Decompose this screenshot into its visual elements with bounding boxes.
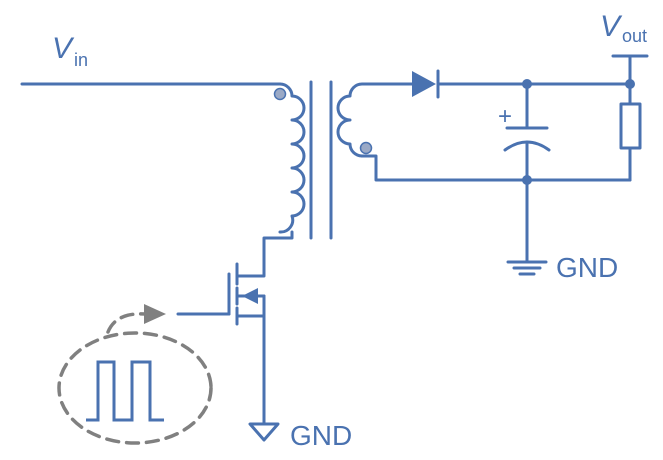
primary-winding	[278, 82, 306, 234]
diode-body	[412, 71, 436, 97]
square-wave-icon	[86, 360, 164, 422]
vout-label-main: V	[600, 10, 623, 43]
secondary-polarity-dot	[359, 141, 373, 155]
resistor-icon	[619, 82, 642, 182]
ground-triangle	[248, 422, 280, 442]
pwm-source-group	[57, 304, 213, 445]
switch-ground-icon: GND	[248, 314, 352, 451]
output-ground-label: GND	[556, 252, 618, 283]
mosfet-icon	[176, 262, 266, 326]
pwm-feed-arrow-line	[106, 312, 148, 334]
secondary-bottom-wire	[360, 154, 632, 182]
polarized-capacitor-icon: +	[498, 82, 551, 182]
diode-icon	[412, 69, 440, 99]
pwm-dashed-ellipse	[57, 331, 213, 445]
vout-label-sub: out	[622, 26, 647, 46]
switch-ground-label: GND	[290, 420, 352, 451]
vin-label-sub: in	[74, 50, 88, 70]
pwm-feed-arrowhead	[144, 304, 166, 324]
primary-to-drain-wire	[242, 230, 294, 278]
junction-resistor-top	[625, 79, 635, 89]
resistor-body	[619, 102, 642, 150]
primary-polarity-dot	[273, 87, 287, 101]
secondary-winding	[336, 82, 378, 158]
vin-label: V in	[52, 32, 88, 70]
junction-cap-top	[522, 79, 532, 89]
transformer-icon	[273, 80, 378, 240]
cap-polarity-label: +	[498, 103, 512, 130]
vout-terminal: V out	[600, 10, 649, 86]
body-arrow	[242, 288, 258, 304]
output-ground-icon: GND	[506, 178, 618, 283]
vin-label-main: V	[52, 32, 75, 65]
